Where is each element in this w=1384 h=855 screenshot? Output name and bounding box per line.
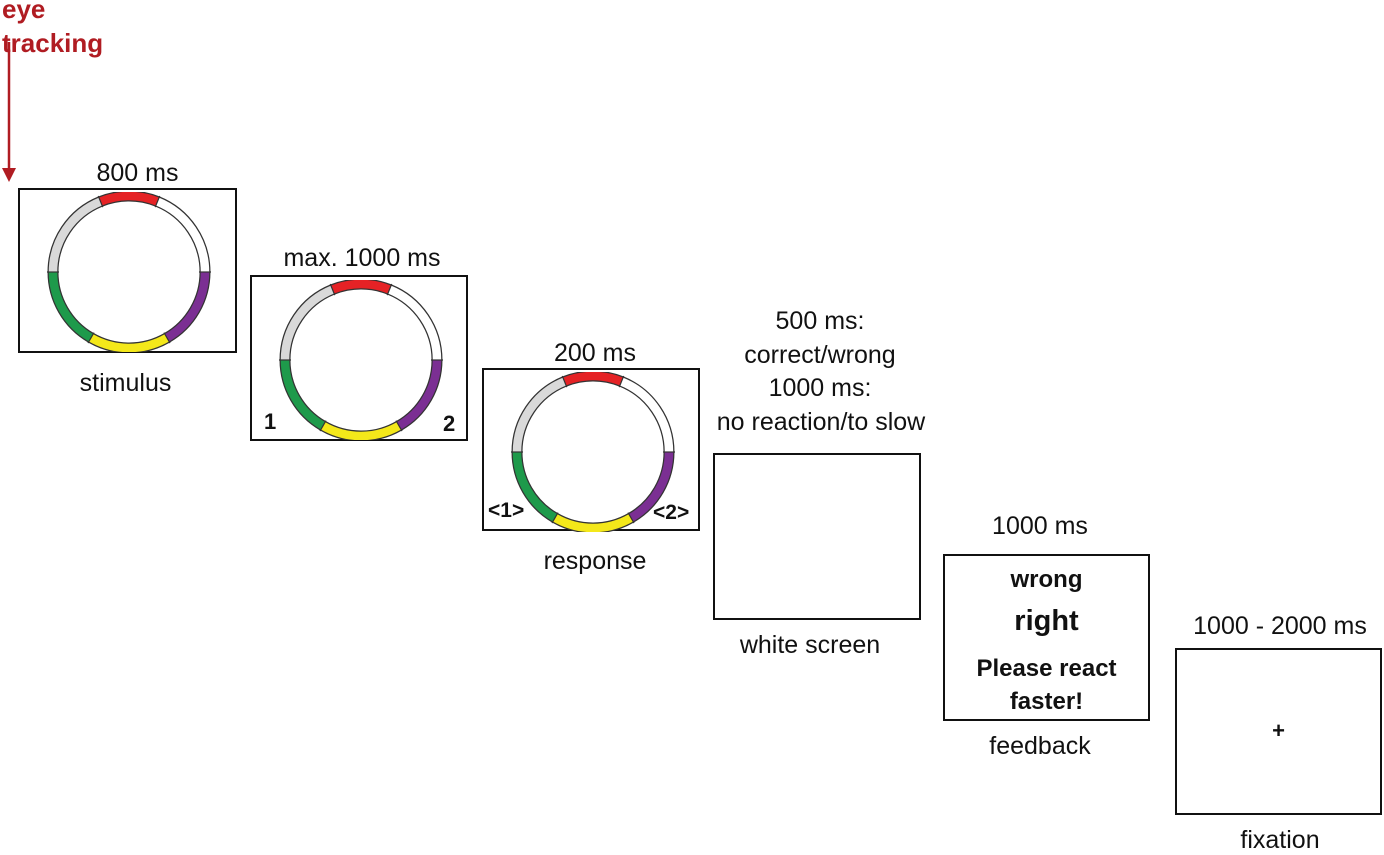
- feedback-right: right: [1014, 605, 1079, 637]
- white-screen-duration-2: correct/wrong: [744, 341, 896, 369]
- ring-segment-purple: [164, 271, 210, 342]
- ring-separator: [97, 195, 104, 208]
- stimulus-caption: stimulus: [79, 369, 172, 397]
- choice-duration: max. 1000 ms: [283, 244, 441, 272]
- white-screen-duration-1: 500 ms:: [775, 307, 865, 335]
- ring-segment-red: [562, 372, 624, 386]
- eye-tracking-arrow: [2, 42, 16, 182]
- ring-segment-purple: [396, 359, 442, 430]
- ring-separator: [395, 420, 403, 432]
- ring-separator: [551, 512, 559, 524]
- choice-right-key: 2: [443, 411, 456, 436]
- ring-segment-white: [619, 377, 674, 453]
- ring-segment-yellow: [88, 334, 170, 352]
- response-caption: response: [543, 547, 647, 575]
- feedback-wrong: wrong: [1010, 566, 1083, 593]
- ring-segment-gray: [280, 285, 335, 361]
- ring-separator: [319, 420, 327, 432]
- fixation-cross: +: [1272, 718, 1285, 743]
- ring-separator: [627, 512, 635, 524]
- ring-separator: [618, 375, 625, 388]
- fixation-screen: +: [1175, 648, 1382, 815]
- ring-segment-white: [155, 197, 210, 273]
- ring-separator: [163, 332, 171, 344]
- ring-segment-yellow: [320, 422, 402, 440]
- ring-separator: [386, 283, 393, 296]
- white-screen-duration-4: no reaction/to slow: [716, 408, 926, 436]
- ring-separator: [87, 332, 95, 344]
- color-ring-choice: [279, 280, 443, 440]
- response-screen: <1> <2>: [482, 368, 700, 532]
- stimulus-screen: [18, 188, 237, 353]
- feedback-caption: feedback: [989, 732, 1091, 760]
- stimulus-duration: 800 ms: [96, 159, 179, 187]
- fixation-caption: fixation: [1240, 826, 1320, 854]
- color-ring-stimulus: [47, 192, 211, 352]
- ring-segment-green: [280, 359, 326, 430]
- white-screen-duration-3: 1000 ms:: [768, 374, 872, 402]
- ring-separator: [154, 195, 161, 208]
- response-left-key: <1>: [488, 499, 525, 522]
- choice-screen: 1 2: [250, 275, 468, 441]
- feedback-duration: 1000 ms: [992, 512, 1088, 540]
- response-duration: 200 ms: [554, 339, 636, 367]
- choice-left-key: 1: [264, 409, 277, 434]
- ring-segment-red: [330, 280, 392, 294]
- ring-segment-green: [48, 271, 94, 342]
- ring-separator: [561, 375, 568, 388]
- ring-segment-yellow: [552, 514, 634, 532]
- feedback-screen: wrong right Please react faster!: [943, 554, 1150, 721]
- ring-segment-white: [387, 285, 442, 361]
- feedback-faster-1: Please react: [976, 655, 1117, 682]
- white-screen: [713, 453, 921, 620]
- eye-tracking-line2: tracking: [2, 28, 104, 58]
- ring-separator: [329, 283, 336, 296]
- feedback-faster-2: faster!: [1009, 688, 1084, 715]
- ring-segment-purple: [628, 451, 674, 522]
- white-screen-caption: white screen: [739, 631, 881, 659]
- fixation-duration: 1000 - 2000 ms: [1193, 612, 1367, 640]
- eye-tracking-line1: eye: [2, 0, 46, 24]
- ring-segment-red: [98, 192, 160, 206]
- ring-segment-gray: [48, 197, 103, 273]
- response-right-key: <2>: [653, 501, 690, 524]
- ring-segment-green: [512, 451, 558, 522]
- color-ring-response: [511, 372, 675, 532]
- ring-segment-gray: [512, 377, 567, 453]
- eye-tracking-label: eye tracking: [2, 0, 103, 60]
